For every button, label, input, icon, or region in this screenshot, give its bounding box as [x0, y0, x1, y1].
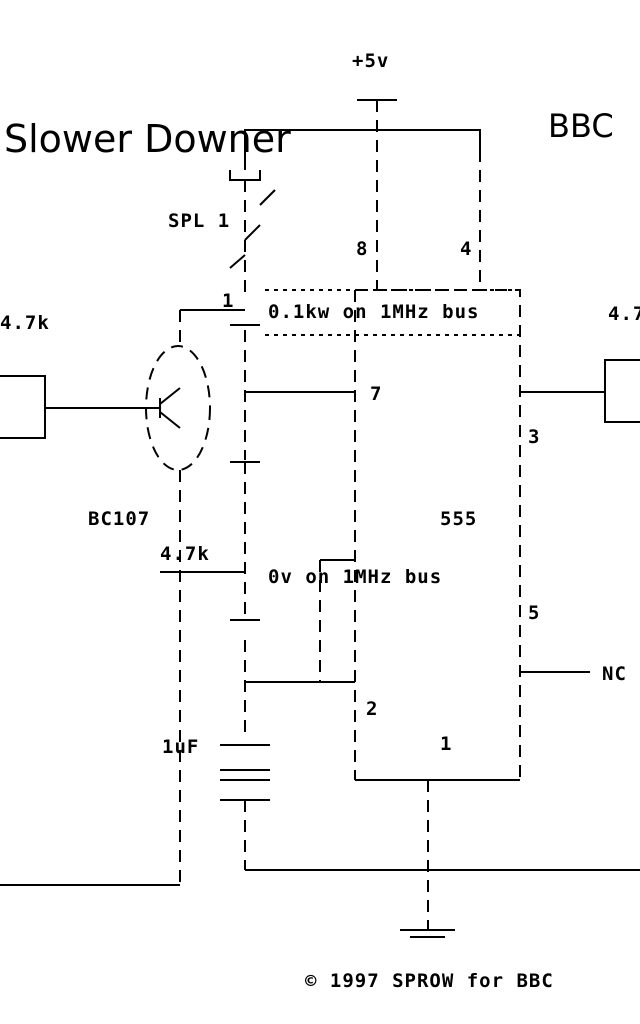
brand-label: BBC	[548, 107, 614, 145]
mid-bus-label: 0v on 1MHz bus	[268, 566, 443, 588]
left-connector	[0, 375, 46, 439]
switch-blade-3	[229, 254, 246, 269]
top-loop-wire	[244, 129, 481, 170]
top-bus-label: 0.1kw on 1MHz bus	[268, 301, 480, 323]
pin-label-1: 1	[222, 290, 235, 312]
resistor-left-label: 4.7k	[0, 312, 50, 334]
ic-label: 555	[440, 508, 478, 530]
switch-blade-2	[244, 224, 261, 241]
right-connector	[604, 359, 640, 423]
pin-label-1b: 1	[440, 733, 453, 755]
transistor-label: BC107	[88, 508, 151, 530]
diagram-title: Slower Downer	[4, 117, 291, 161]
ic-right	[355, 289, 521, 780]
copyright: © 1997 SPROW for BBC	[305, 970, 554, 992]
transistor-collector	[159, 387, 181, 405]
resistor-mid-label: 4.7k	[160, 543, 210, 565]
pin-label-8: 8	[356, 238, 369, 260]
switch-blade-1	[259, 189, 276, 206]
pin-label-2: 2	[366, 698, 379, 720]
switch-label: SPL 1	[168, 210, 231, 232]
pin-label-4: 4	[460, 238, 473, 260]
supply-label: +5v	[352, 50, 390, 72]
pin-label-3: 3	[528, 426, 541, 448]
pin-label-7: 7	[370, 383, 383, 405]
switch-top	[229, 170, 261, 181]
transistor-emitter	[159, 411, 181, 429]
nc-label: NC	[602, 663, 627, 685]
pin-label-5: 5	[528, 602, 541, 624]
resistor-right-label: 4.7k	[608, 303, 640, 325]
capacitor-label: 1uF	[162, 736, 200, 758]
